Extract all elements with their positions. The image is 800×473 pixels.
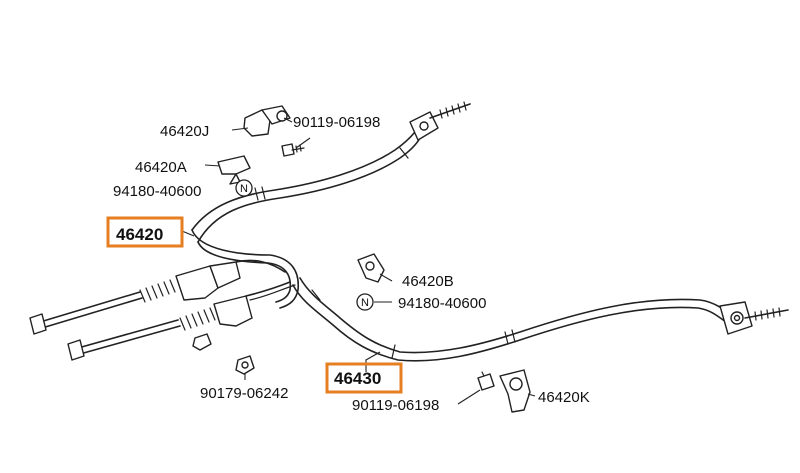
label-94180-40600-right: 94180-40600 xyxy=(398,295,486,312)
part-46420A-clip xyxy=(217,155,251,185)
label-90179-06242: 90179-06242 xyxy=(200,385,288,402)
nut-small xyxy=(192,333,212,351)
label-46430: 46430 xyxy=(334,369,381,388)
cable-46420 xyxy=(191,101,471,309)
label-46420J: 46420J xyxy=(160,123,209,140)
label-46420K: 46420K xyxy=(538,389,590,406)
bolt-90119-06198-bottom xyxy=(477,371,495,391)
cable-46430 xyxy=(292,277,789,362)
highlight-46420 xyxy=(106,216,184,248)
bolt-90119-06198-top xyxy=(281,143,305,157)
part-46420J-clamp xyxy=(243,105,291,137)
highlight-46430 xyxy=(325,362,403,394)
n-mark-left: N xyxy=(235,179,253,197)
n-mark-right: N xyxy=(356,293,374,311)
label-90119-06198-bottom: 90119-06198 xyxy=(352,397,439,414)
leader-lines xyxy=(181,117,536,405)
label-46420B: 46420B xyxy=(402,273,454,290)
label-90119-06198-top: 90119-06198 xyxy=(293,114,380,131)
svg-text:N: N xyxy=(240,183,248,195)
part-46420B-clip xyxy=(357,253,385,283)
label-94180-40600-left: 94180-40600 xyxy=(113,183,201,200)
label-46420A: 46420A xyxy=(135,159,187,176)
highlight-boxes xyxy=(106,216,403,394)
part-labels: 46420J 90119-06198 46420A 94180-40600 46… xyxy=(113,114,590,414)
svg-text:N: N xyxy=(361,297,369,309)
label-46420: 46420 xyxy=(116,225,163,244)
front-cable-ends xyxy=(29,259,296,361)
nut-90179-06242 xyxy=(235,355,255,375)
part-46420K-bracket xyxy=(499,369,531,413)
